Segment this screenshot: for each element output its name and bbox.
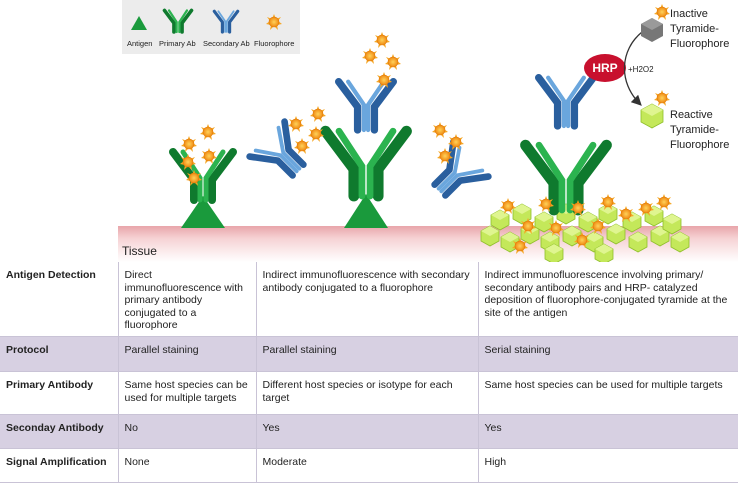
legend-secondary-ab: Secondary Ab [203, 39, 250, 48]
row-label: Protocol [0, 336, 118, 372]
hrp-label: HRP [592, 61, 617, 75]
row-label: Signal Amplification [0, 448, 118, 483]
row-label: Antigen Detection [0, 262, 118, 337]
reactive-label: Reactive Tyramide- Fluorophore [670, 109, 729, 151]
table-cell: Yes [477, 414, 738, 449]
table-cell: High [477, 448, 738, 483]
table-cell: Parallel staining [255, 336, 478, 372]
table-cell: Serial staining [477, 336, 738, 372]
table-row: Signal Amplification None Moderate High [0, 448, 738, 483]
tissue-label: Tissue [122, 244, 157, 258]
table-cell: None [117, 448, 256, 483]
table-cell: No [117, 414, 256, 449]
table-cell: Same host species can be used for multip… [477, 371, 738, 415]
table-cell: Different host species or isotype for ea… [255, 371, 478, 415]
hrp-enzyme [584, 54, 626, 82]
table-cell: Same host species can be used for multip… [117, 371, 256, 415]
legend-primary-ab: Primary Ab [159, 39, 196, 48]
row-label: Seconday Antibody [0, 414, 118, 449]
reactive-tyramide-icon [640, 103, 664, 129]
table-cell: Moderate [255, 448, 478, 483]
table-row: Protocol Parallel staining Parallel stai… [0, 336, 738, 372]
legend: Antigen Primary Ab Secondary Ab Fluoroph… [122, 0, 300, 54]
inactive-tyramide-icon [641, 18, 663, 42]
row-label: Primary Antibody [0, 371, 118, 415]
legend-antigen: Antigen [127, 39, 152, 48]
antigen-shape [344, 194, 388, 228]
legend-fluorophore: Fluorophore [254, 39, 294, 48]
table-cell: Direct immunofluorescence with primary a… [117, 262, 256, 337]
table-row: Antigen Detection Direct immunofluoresce… [0, 262, 738, 337]
table-cell: Indirect immunofluorescence involving pr… [477, 262, 738, 337]
method-diagram: Tissue Antigen Primary Ab Secondary Ab F… [118, 0, 738, 262]
comparison-table: Antigen Detection Direct immunofluoresce… [0, 262, 738, 483]
table-cell: Indirect immunofluorescence with seconda… [255, 262, 478, 337]
h2o2-label: +H2O2 [628, 65, 654, 74]
inactive-label: Inactive Tyramide- Fluorophore [670, 8, 729, 50]
table-cell: Parallel staining [117, 336, 256, 372]
direct-if-illustration [173, 123, 233, 228]
reaction-arrow [623, 31, 643, 106]
tsa-illustration: HRP +H2O2 Inactive Tyramide- Fluorophore… [480, 3, 729, 262]
table-cell: Yes [255, 414, 478, 449]
table-row: Primary Antibody Same host species can b… [0, 371, 738, 415]
indirect-if-illustration [250, 31, 489, 228]
antigen-shape [181, 196, 225, 228]
table-row: Seconday Antibody No Yes Yes [0, 414, 738, 449]
antigen-legend-icon [131, 16, 147, 30]
